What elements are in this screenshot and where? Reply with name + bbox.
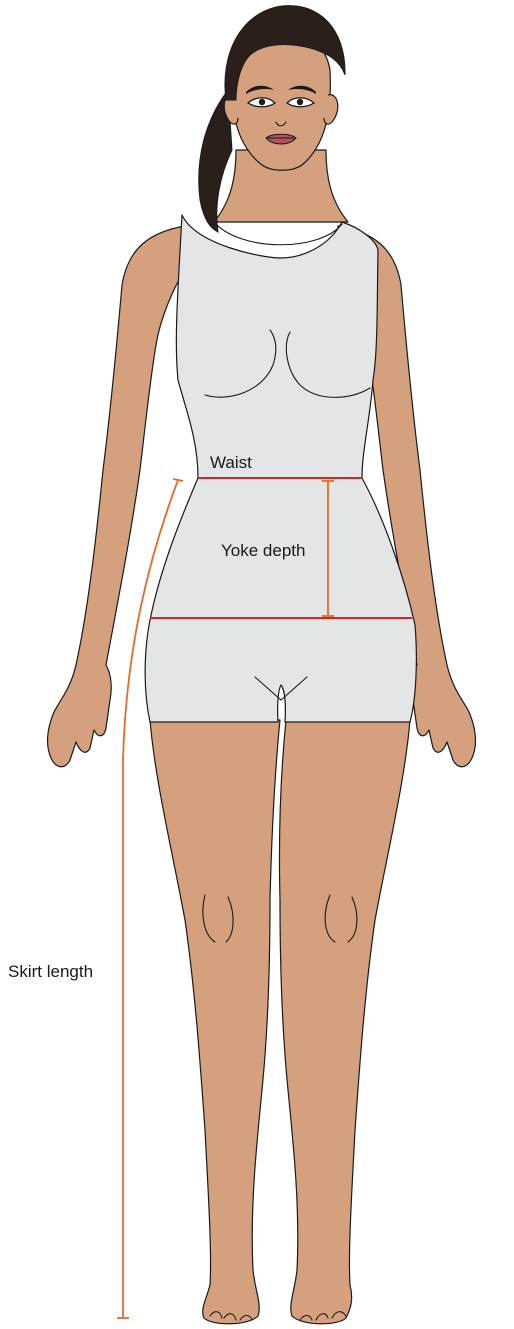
right-leg bbox=[279, 720, 410, 1324]
left-leg bbox=[150, 720, 280, 1324]
skirt-length-label: Skirt length bbox=[8, 962, 93, 982]
neckline bbox=[214, 222, 342, 245]
skirt-length-cap-top bbox=[173, 479, 183, 481]
bodysuit bbox=[145, 215, 416, 722]
left-pupil bbox=[259, 99, 265, 105]
waist-label: Waist bbox=[210, 453, 252, 473]
right-pupil bbox=[297, 99, 303, 105]
yoke-depth-label: Yoke depth bbox=[221, 541, 305, 561]
